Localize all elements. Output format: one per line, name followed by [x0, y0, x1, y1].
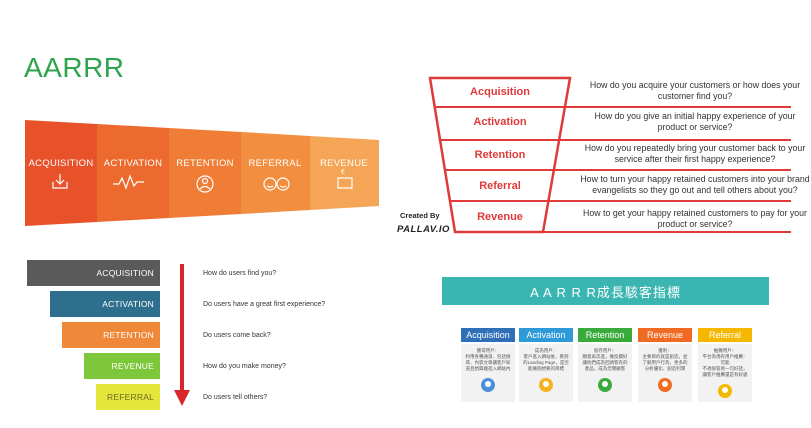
- stage-label-revenue: REVENUE: [319, 158, 369, 169]
- stage-revenue: Revenue: [477, 211, 523, 223]
- bar-acquisition: ACQUISITION: [27, 260, 160, 286]
- cn-header-acquisition: Acquisition: [461, 328, 515, 342]
- bar-activation: ACTIVATION: [50, 291, 160, 317]
- cn-body-referral: 推薦用戶：平台為現有用戶推薦：可能 不適很容易一句好話，讓客戶推薦還是有好處: [698, 344, 752, 402]
- stage-activation: Activation: [473, 116, 527, 128]
- user-avatar-icon: [598, 378, 612, 392]
- stage-label-activation: ACTIVATION: [103, 158, 163, 169]
- cn-header-activation: Activation: [519, 328, 573, 342]
- funnel-dividers: [435, 106, 791, 233]
- funnel-segment-revenue: [310, 136, 379, 210]
- money-icon: €: [337, 169, 353, 189]
- user-avatar-icon: [539, 378, 553, 392]
- funnel-segment-referral: [241, 132, 310, 214]
- bar-revenue: REVENUE: [84, 353, 160, 379]
- funnel-segment-activation: [97, 124, 169, 222]
- question-retention: How do you repeatedly bring your custome…: [584, 143, 806, 164]
- aarrr-title: AARRR: [24, 52, 125, 83]
- pulse-icon: [113, 174, 144, 190]
- bar-retention: RETENTION: [62, 322, 160, 348]
- funnel-segment-retention: [169, 128, 241, 218]
- question-come-back: Do users come back?: [203, 332, 271, 339]
- question-acquisition: How do you acquire your customers or how…: [589, 80, 801, 101]
- credit-brand: PALLAV.IO: [397, 224, 450, 235]
- svg-text:€: €: [341, 169, 345, 176]
- cn-banner: A A R R R成長駭客指標: [442, 277, 769, 305]
- cn-header-retention: Retention: [578, 328, 632, 342]
- stage-acquisition: Acquisition: [470, 86, 530, 98]
- stage-referral: Referral: [479, 180, 521, 192]
- cn-header-revenue: Revenue: [638, 328, 692, 342]
- cn-body-activation: 成為用戶：客戶進入網站後，看到 的Landing Page，是否能擁抱想要的目標: [519, 344, 573, 402]
- funnel-segment-acquisition: [25, 120, 97, 226]
- question-revenue: How to get your happy retained customers…: [583, 208, 807, 229]
- question-find: How do users find you?: [203, 270, 277, 277]
- question-tell-others: Do users tell others?: [203, 394, 268, 401]
- two-faces-icon: [263, 177, 290, 191]
- down-arrow-icon: [174, 264, 190, 406]
- question-money: How do you make money?: [203, 363, 286, 370]
- cn-body-retention: 留存用戶：願意再次進，做反饋好 讓他們成為回頭客有的產品，成為忠實顧客: [578, 344, 632, 402]
- question-activation: How do you give an initial happy experie…: [594, 111, 796, 132]
- user-avatar-icon: [718, 384, 732, 398]
- cn-column-acquisition: Acquisition 獲得用戶：利用各種通道、包括搜 尋、內容文章讓客戶知道且…: [461, 328, 515, 402]
- stage-label-acquisition: ACQUISITION: [28, 158, 94, 169]
- cn-column-retention: Retention 留存用戶：願意再次進，做反饋好 讓他們成為回頭客有的產品，成…: [578, 328, 632, 402]
- stage-label-referral: REFERRAL: [248, 158, 302, 169]
- download-icon: [52, 174, 68, 189]
- user-avatar-icon: [481, 378, 495, 392]
- cn-column-referral: Referral 推薦用戶：平台為現有用戶推薦：可能 不適很容易一句好話，讓客戶…: [698, 328, 752, 402]
- cn-body-acquisition: 獲得用戶：利用各種通道、包括搜 尋、內容文章讓客戶知道且想興趣進入網站內: [461, 344, 515, 402]
- user-avatar-icon: [658, 378, 672, 392]
- cn-column-revenue: Revenue 獲利：主要目的就是創造，並 了解用戶行為，更多的分析優化、創造利…: [638, 328, 692, 402]
- horizontal-funnel: € ACQUISITION ACTIVATION RETENTION REFER…: [25, 112, 385, 234]
- question-experience: Do users have a great first experience?: [203, 301, 326, 308]
- question-referral: How to turn your happy retained customer…: [580, 174, 810, 195]
- inverted-funnel-diagram: Acquisition Activation Retention Referra…: [425, 70, 811, 245]
- stage-retention: Retention: [474, 149, 526, 161]
- cn-header-referral: Referral: [698, 328, 752, 342]
- credit-label: Created By: [400, 211, 440, 220]
- cn-body-revenue: 獲利：主要目的就是創造，並 了解用戶行為，更多的分析優化、創造利潤: [638, 344, 692, 402]
- stage-label-retention: RETENTION: [176, 158, 234, 169]
- cn-column-activation: Activation 成為用戶：客戶進入網站後，看到 的Landing Page…: [519, 328, 573, 402]
- bar-referral: REFERRAL: [96, 384, 160, 410]
- person-circle-icon: [196, 175, 214, 193]
